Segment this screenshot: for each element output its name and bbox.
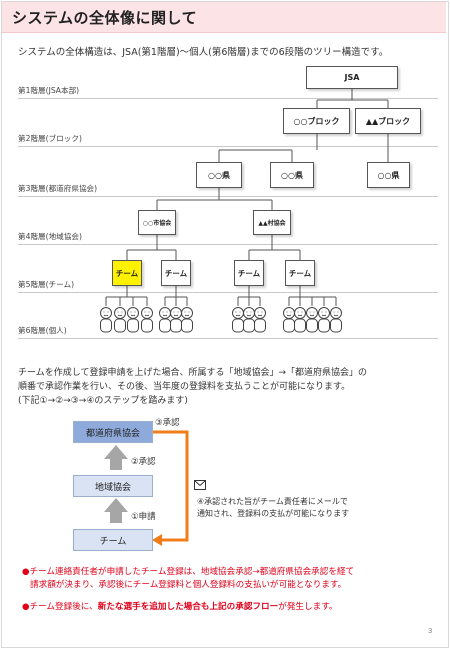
note-2-pre: ●チーム登録後に、 <box>22 602 98 612</box>
description-line-1: チームを作成して登録申請を上げた場合、所属する「地域協会」→「都道府県協会」の <box>18 368 368 378</box>
person-icon <box>170 297 182 333</box>
level-separator-3 <box>18 196 438 197</box>
person-icon <box>232 297 244 333</box>
step3-label: ③承認 <box>155 418 180 428</box>
level-separator-1 <box>18 98 438 99</box>
arrow-up-1-icon <box>104 498 128 523</box>
node-team-4: チーム <box>285 260 315 286</box>
person-icon <box>114 297 126 333</box>
description-line-3: (下記①→②→③→④のステップを踏みます) <box>18 396 188 406</box>
person-icon <box>127 297 139 333</box>
note-1-line-1: ●チーム連絡責任者が申請したチーム登録は、地域協会承認→都道府県協会承認を経て <box>22 567 355 577</box>
node-team-2: チーム <box>161 260 191 286</box>
person-icon <box>330 297 342 333</box>
description-line-2: 順番で承認作業を行い、その後、当年度の登録料を支払うことが可能になります。 <box>18 382 351 392</box>
node-team-highlighted: チーム <box>112 260 142 286</box>
intro-text: システムの全体構造は、JSA(第1階層)～個人(第6階層)までの6段階のツリー構… <box>18 47 389 58</box>
level-separator-5 <box>18 292 438 293</box>
person-icon <box>306 297 318 333</box>
node-city-association: ○○市協会 <box>138 210 176 235</box>
title-bar: システムの全体像に関して <box>2 2 446 33</box>
level-separator-6 <box>18 338 438 339</box>
tree-connectors <box>100 89 389 333</box>
note-1-line-2: 請求額が決まり、承認後にチーム登録料と個人登録料の支払いが可能となります。 <box>30 580 347 590</box>
page-number: 3 <box>428 627 433 635</box>
step1-label: ①申請 <box>131 512 156 522</box>
level-separator-2 <box>18 146 438 147</box>
node-pref-2: ○○県 <box>270 162 314 188</box>
person-icon <box>181 297 193 333</box>
note-2: ●チーム登録後に、新たな選手を追加した場合も上記の承認フローが発生します。 <box>22 600 338 612</box>
node-team-3: チーム <box>234 260 264 286</box>
person-icon <box>254 297 266 333</box>
mail-icon <box>194 480 206 490</box>
flow-box-team: チーム <box>73 529 153 551</box>
step4-line-2: 通知され、登録料の支払が可能になります <box>197 509 350 518</box>
person-icon <box>294 297 306 333</box>
level-label-6: 第6階層(個人) <box>18 326 67 335</box>
level-label-1: 第1階層(JSA本部) <box>18 86 80 95</box>
note-2-post: が発生します。 <box>278 602 338 612</box>
person-icon <box>141 297 153 333</box>
person-icon <box>243 297 255 333</box>
step2-label: ②承認 <box>131 457 156 467</box>
level-label-5: 第5階層(チーム) <box>18 280 75 289</box>
step4-line-1: ④承認された旨がチーム責任者にメールで <box>197 497 348 506</box>
level-label-2: 第2階層(ブロック) <box>18 134 82 143</box>
person-icon <box>100 297 112 333</box>
flow-box-pref-association: 都道府県協会 <box>73 421 153 443</box>
person-icon <box>318 297 330 333</box>
page-title: システムの全体像に関して <box>12 9 198 27</box>
note-2-bold: 新たな選手を追加した場合も上記の承認フロー <box>97 602 279 612</box>
node-block-a: ○○ブロック <box>283 108 350 134</box>
person-icon <box>283 297 295 333</box>
arrow-up-2-icon <box>104 445 128 470</box>
node-pref-3: ○○県 <box>367 162 410 188</box>
flow-box-local-association: 地域協会 <box>73 475 153 497</box>
node-village-association: ▲▲村協会 <box>253 210 291 235</box>
level-label-4: 第4階層(地域協会) <box>18 232 82 241</box>
level-separator-4 <box>18 244 438 245</box>
node-block-b: ▲▲ブロック <box>355 108 421 134</box>
node-pref-1: ○○県 <box>196 162 242 188</box>
level-label-3: 第3階層(都道府県協会) <box>18 184 98 193</box>
arrow-left-orange-icon <box>152 534 162 546</box>
node-jsa: JSA <box>306 66 398 89</box>
